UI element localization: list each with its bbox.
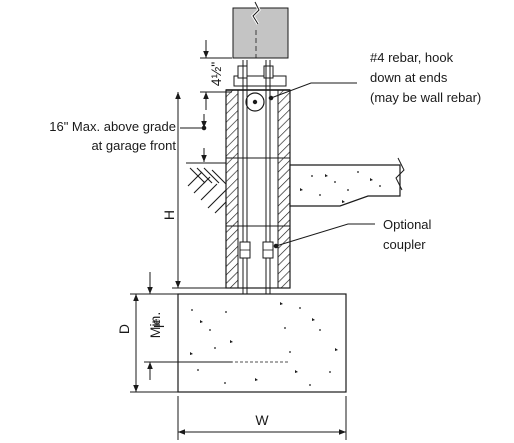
holdown-bracket: [233, 65, 287, 87]
horizontal-rebar: [245, 92, 265, 112]
grade-label-line1: 16" Max. above grade: [49, 119, 176, 134]
dimension-lines: [130, 40, 347, 440]
rebar-label-line2: down at ends: [370, 70, 448, 85]
grade-label-line2: at garage front: [91, 138, 176, 153]
dim-height: H: [161, 210, 177, 220]
coupler-label-line2: coupler: [383, 237, 426, 252]
coupler-label-line1: Optional: [383, 217, 432, 232]
rebar-label-line1: #4 rebar, hook: [370, 50, 454, 65]
leader-lines: [180, 82, 375, 249]
dim-depth: D: [116, 324, 132, 334]
dim-top-gap: 4½": [208, 62, 224, 86]
dim-width: W: [255, 412, 269, 428]
garage-slab: [289, 157, 405, 207]
footing: [177, 293, 347, 393]
stem-wall: [225, 89, 291, 289]
dim-embed-min: Min.: [147, 312, 163, 338]
rebar-label-line3: (may be wall rebar): [370, 90, 481, 105]
annotation-labels: #4 rebar, hook down at ends (may be wall…: [49, 50, 481, 428]
dim-embed: le: [151, 319, 167, 328]
soil-grade: [186, 162, 227, 214]
wood-post: [232, 1, 289, 59]
